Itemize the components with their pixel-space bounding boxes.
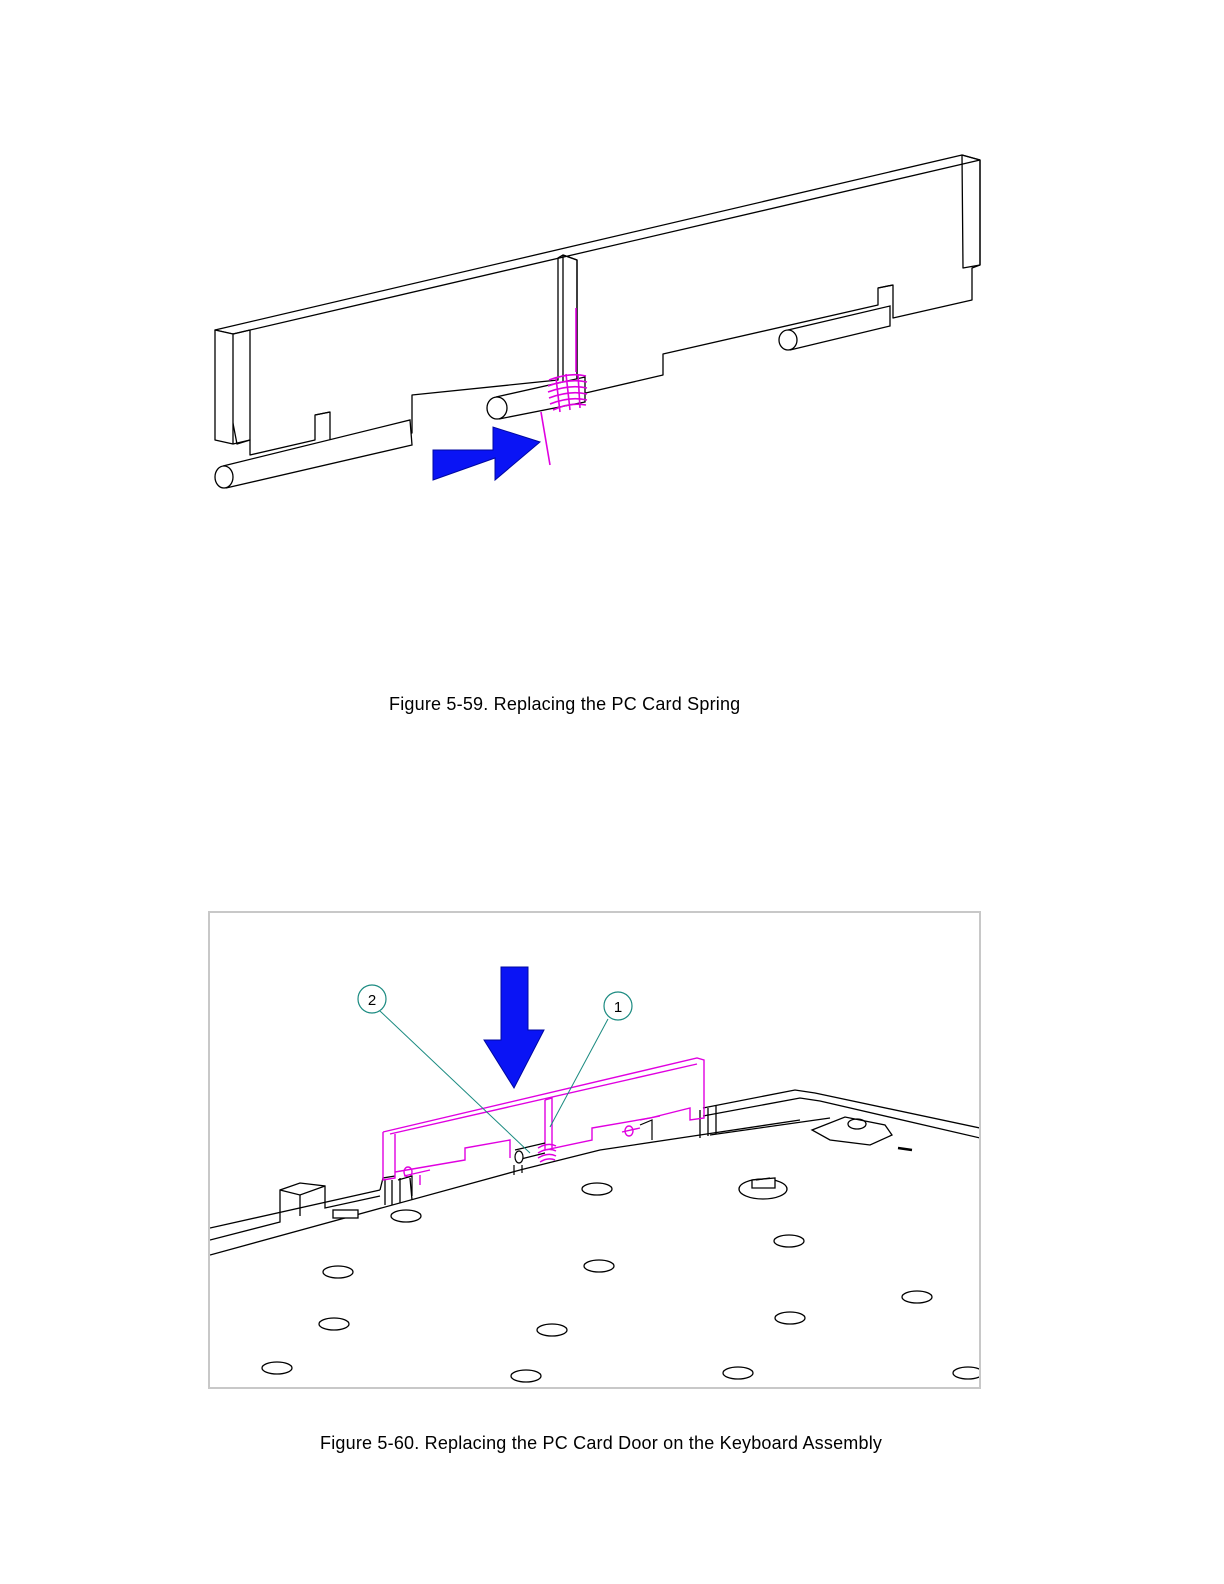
- left-end-block: [215, 330, 233, 444]
- pc-card-door-panel: [215, 155, 980, 455]
- callout-2: 2: [358, 985, 386, 1013]
- figure-frame: [209, 912, 980, 1388]
- figure-5-59-diagram: [0, 0, 1224, 560]
- figure-5-59-caption: Figure 5-59. Replacing the PC Card Sprin…: [389, 694, 740, 715]
- callout-1: 1: [604, 992, 632, 1020]
- callout-1-label: 1: [614, 999, 622, 1016]
- figure-5-60-caption: Figure 5-60. Replacing the PC Card Door …: [320, 1433, 882, 1454]
- figure-5-60-diagram: 2 1: [0, 900, 1224, 1400]
- callout-2-label: 2: [368, 992, 376, 1009]
- push-arrow-right-icon: [433, 427, 540, 480]
